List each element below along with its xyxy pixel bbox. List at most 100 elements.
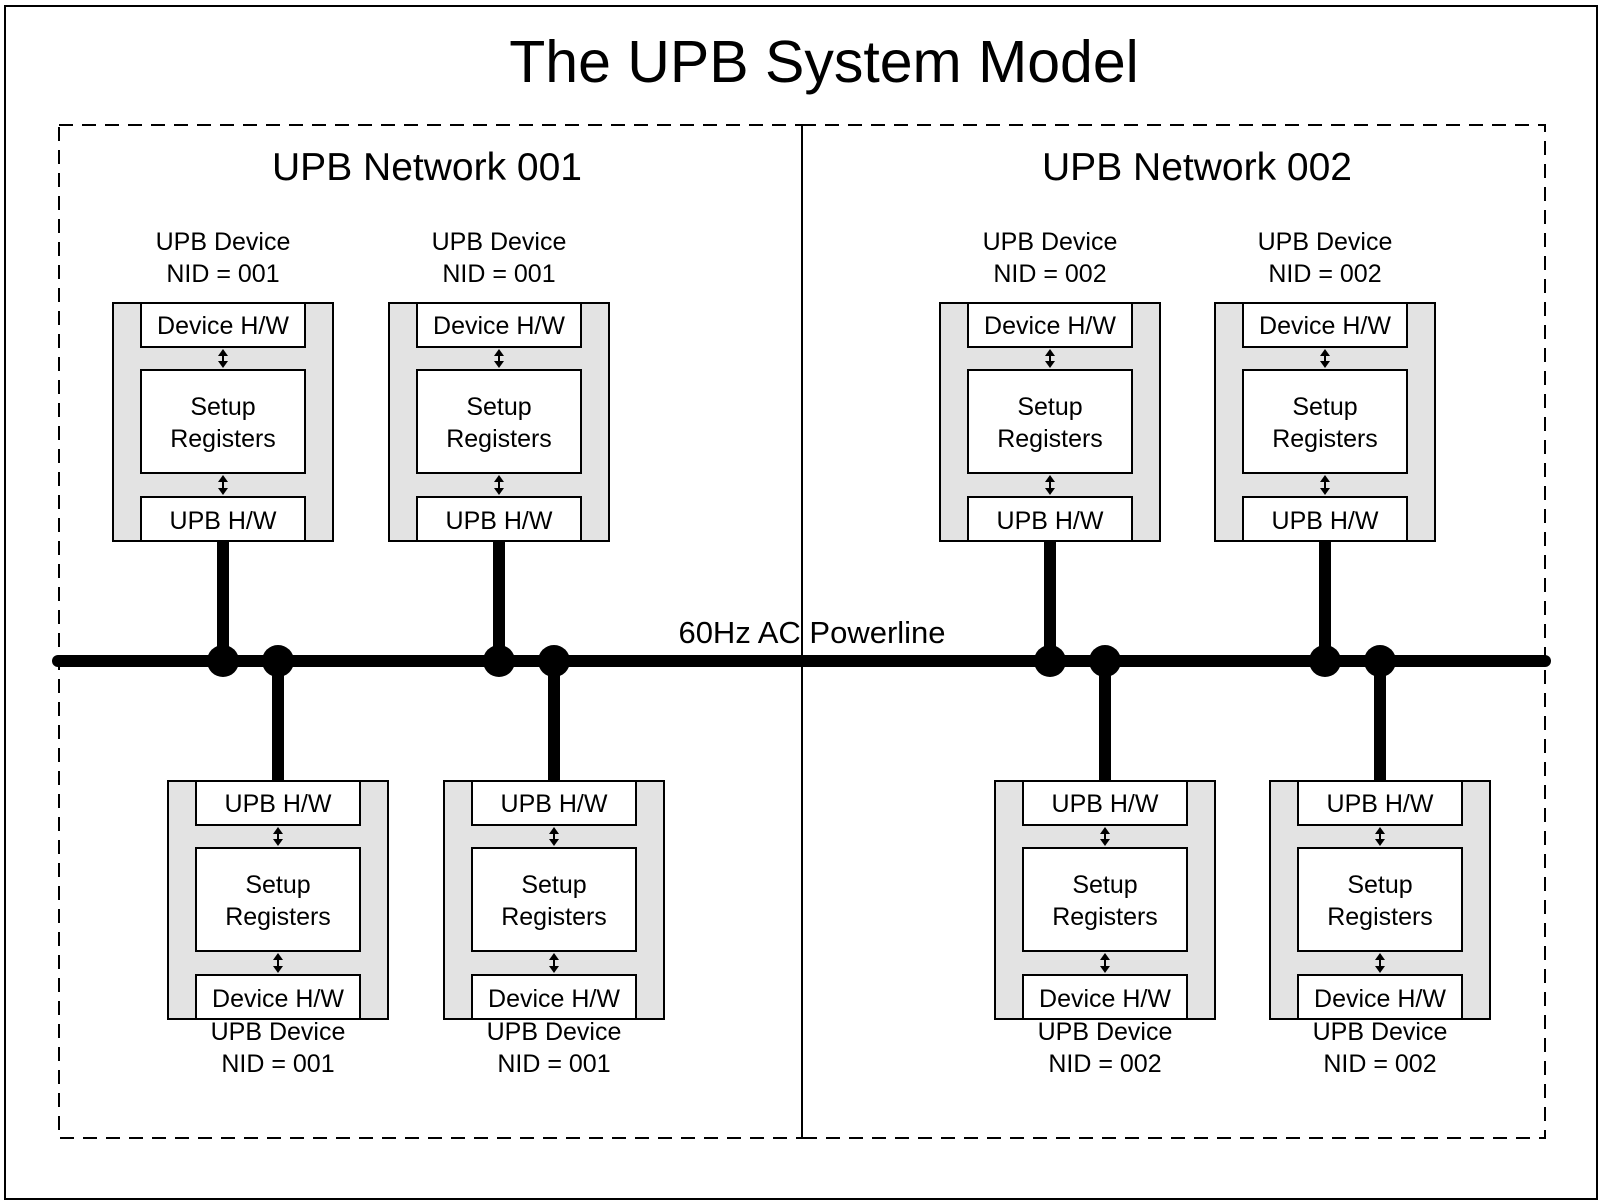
device-nid: NID = 002 bbox=[993, 260, 1106, 288]
bidirectional-arrow-icon bbox=[1045, 349, 1055, 368]
network-title-002: UPB Network 002 bbox=[1042, 146, 1352, 189]
registers-label: Registers bbox=[446, 425, 552, 453]
upb-hw-label: UPB H/W bbox=[225, 790, 332, 818]
bidirectional-arrow-icon bbox=[1320, 349, 1330, 368]
connection-node bbox=[1089, 645, 1121, 677]
upb-hw-box bbox=[1022, 780, 1188, 826]
device-hw-box bbox=[195, 974, 361, 1020]
connection-nodes bbox=[207, 645, 1396, 677]
setup-registers-box bbox=[416, 369, 582, 474]
registers-label: Registers bbox=[225, 903, 331, 931]
device-hw-label: Device H/W bbox=[1039, 985, 1171, 1013]
device-label: UPB Device bbox=[1038, 1018, 1173, 1046]
device-label: UPB Device bbox=[432, 228, 567, 256]
device-hw-label: Device H/W bbox=[984, 312, 1116, 340]
powerline-label: 60Hz AC Powerline bbox=[678, 615, 945, 650]
upb-hw-box bbox=[967, 496, 1133, 542]
upb-hw-label: UPB H/W bbox=[997, 507, 1104, 535]
device-nid: NID = 002 bbox=[1268, 260, 1381, 288]
device-nid: NID = 001 bbox=[442, 260, 555, 288]
setup-registers-box bbox=[967, 369, 1133, 474]
drop-lines bbox=[217, 541, 1386, 781]
device-hw-label: Device H/W bbox=[433, 312, 565, 340]
upb-hw-label: UPB H/W bbox=[1272, 507, 1379, 535]
upb-hw-box bbox=[1242, 496, 1408, 542]
upb-hw-label: UPB H/W bbox=[446, 507, 553, 535]
connection-node bbox=[262, 645, 294, 677]
connection-node bbox=[1309, 645, 1341, 677]
device-label: UPB Device bbox=[487, 1018, 622, 1046]
bidirectional-arrow-icon bbox=[273, 827, 283, 846]
device-nid: NID = 002 bbox=[1323, 1050, 1436, 1078]
bidirectional-arrow-icon bbox=[494, 475, 504, 495]
network-region-002 bbox=[801, 124, 1546, 1139]
upb-hw-box bbox=[416, 496, 582, 542]
device-hw-box bbox=[471, 974, 637, 1020]
connection-node bbox=[538, 645, 570, 677]
upb-hw-box bbox=[471, 780, 637, 826]
device-hw-label: Device H/W bbox=[1314, 985, 1446, 1013]
registers-label: Registers bbox=[1052, 903, 1158, 931]
connection-node bbox=[1364, 645, 1396, 677]
device-label: UPB Device bbox=[211, 1018, 346, 1046]
device-label: UPB Device bbox=[983, 228, 1118, 256]
setup-registers-box bbox=[1022, 847, 1188, 952]
upb-hw-label: UPB H/W bbox=[1052, 790, 1159, 818]
upb-hw-label: UPB H/W bbox=[1327, 790, 1434, 818]
setup-label: Setup bbox=[466, 393, 531, 421]
device-nid: NID = 002 bbox=[1048, 1050, 1161, 1078]
network-title-001: UPB Network 001 bbox=[272, 146, 582, 189]
setup-registers-box bbox=[1242, 369, 1408, 474]
upb-hw-box bbox=[195, 780, 361, 826]
bidirectional-arrow-icon bbox=[549, 827, 559, 846]
registers-label: Registers bbox=[1272, 425, 1378, 453]
device-hw-box bbox=[1022, 974, 1188, 1020]
device-hw-label: Device H/W bbox=[157, 312, 289, 340]
upb-hw-box bbox=[140, 496, 306, 542]
device-hw-box bbox=[1297, 974, 1463, 1020]
registers-label: Registers bbox=[170, 425, 276, 453]
bidirectional-arrow-icon bbox=[1100, 827, 1110, 846]
setup-registers-box bbox=[140, 369, 306, 474]
setup-label: Setup bbox=[1072, 871, 1137, 899]
bidirectional-arrow-icon bbox=[494, 349, 504, 368]
device-hw-box bbox=[416, 302, 582, 348]
bidirectional-arrow-icon bbox=[218, 349, 228, 368]
upb-hw-box bbox=[1297, 780, 1463, 826]
device-hw-label: Device H/W bbox=[488, 985, 620, 1013]
bidirectional-arrow-icon bbox=[1320, 475, 1330, 495]
setup-label: Setup bbox=[1017, 393, 1082, 421]
device-hw-box bbox=[967, 302, 1133, 348]
connection-node bbox=[1034, 645, 1066, 677]
bidirectional-arrow-icon bbox=[1045, 475, 1055, 495]
setup-label: Setup bbox=[521, 871, 586, 899]
network-region-001 bbox=[58, 124, 803, 1139]
connection-node bbox=[207, 645, 239, 677]
registers-label: Registers bbox=[997, 425, 1103, 453]
device-label: UPB Device bbox=[1258, 228, 1393, 256]
bidirectional-arrow-icon bbox=[1375, 953, 1385, 973]
diagram-title: The UPB System Model bbox=[509, 29, 1139, 95]
device-hw-box bbox=[140, 302, 306, 348]
device-label: UPB Device bbox=[1313, 1018, 1448, 1046]
setup-label: Setup bbox=[1292, 393, 1357, 421]
device-label: UPB Device bbox=[156, 228, 291, 256]
bidirectional-arrow-icon bbox=[218, 475, 228, 495]
registers-label: Registers bbox=[501, 903, 607, 931]
bidirectional-arrow-icon bbox=[273, 953, 283, 973]
device-nid: NID = 001 bbox=[497, 1050, 610, 1078]
registers-label: Registers bbox=[1327, 903, 1433, 931]
bidirectional-arrow-icon bbox=[549, 953, 559, 973]
setup-registers-box bbox=[1297, 847, 1463, 952]
upb-hw-label: UPB H/W bbox=[170, 507, 277, 535]
setup-label: Setup bbox=[190, 393, 255, 421]
